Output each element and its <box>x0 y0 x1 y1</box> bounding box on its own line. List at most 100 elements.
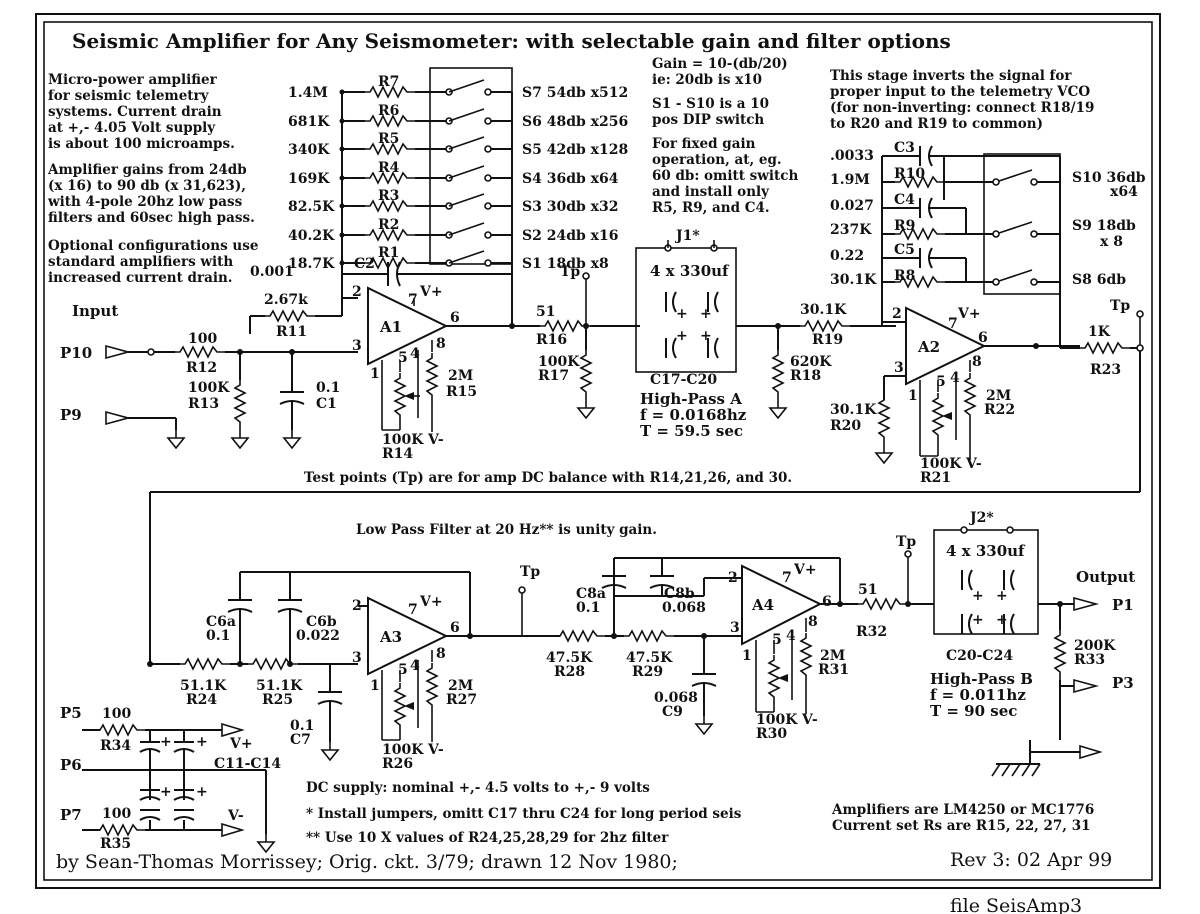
note-micropower: Micro-power amplifier for seismic teleme… <box>48 72 235 152</box>
gain-switch-label: S4 36db x64 <box>522 171 619 187</box>
svg-text:R12: R12 <box>186 360 217 376</box>
svg-text:V-: V- <box>427 742 444 758</box>
svg-text:R10: R10 <box>894 166 925 182</box>
svg-text:Tp: Tp <box>560 264 580 280</box>
svg-text:T = 90 sec: T = 90 sec <box>930 702 1017 720</box>
svg-text:P7: P7 <box>60 806 82 824</box>
svg-text:V-: V- <box>227 808 244 824</box>
svg-text:R26: R26 <box>382 756 413 772</box>
svg-text:5: 5 <box>936 374 946 390</box>
svg-text:R14: R14 <box>382 446 413 462</box>
svg-text:V+: V+ <box>957 306 981 322</box>
svg-text:R23: R23 <box>1090 362 1121 378</box>
svg-text:V+: V+ <box>793 562 817 578</box>
svg-text:x64: x64 <box>1110 184 1138 200</box>
svg-text:R31: R31 <box>818 662 849 678</box>
svg-text:S1 - S10 is a 10: S1 - S10 is a 10 <box>652 96 769 112</box>
svg-text:for seismic telemetry: for seismic telemetry <box>48 88 210 104</box>
svg-text:For fixed gain: For fixed gain <box>652 136 756 152</box>
svg-text:0.1: 0.1 <box>206 628 230 644</box>
note-optional: Optional configurations use standard amp… <box>48 238 258 286</box>
svg-text:R9: R9 <box>894 218 915 234</box>
svg-text:30.1K: 30.1K <box>800 302 847 318</box>
svg-text:C3: C3 <box>894 140 915 156</box>
r11-resistor: 2.67k R11 <box>249 290 358 340</box>
gain-value-label: 40.2K <box>288 228 335 244</box>
gain-switch-label: S6 48db x256 <box>522 114 628 130</box>
svg-text:to R20 and R19 to common): to R20 and R19 to common) <box>830 116 1043 132</box>
svg-text:R30: R30 <box>756 726 787 742</box>
svg-text:4: 4 <box>950 370 960 386</box>
svg-text:7: 7 <box>408 292 418 308</box>
svg-text:3: 3 <box>894 360 904 376</box>
svg-text:R29: R29 <box>632 664 663 680</box>
svg-text:Current set Rs are R15, 22, 27: Current set Rs are R15, 22, 27, 31 <box>832 818 1090 834</box>
svg-text:Gain = 10-(db/20): Gain = 10-(db/20) <box>652 56 788 72</box>
svg-text:0.001: 0.001 <box>250 264 294 280</box>
svg-text:P10: P10 <box>60 344 92 362</box>
svg-text:620K: 620K <box>790 354 832 370</box>
svg-text:C11-C14: C11-C14 <box>214 756 281 772</box>
svg-text:R13: R13 <box>188 396 219 412</box>
svg-text:4 x 330uf: 4 x 330uf <box>650 262 730 280</box>
svg-text:at +,- 4.05 Volt supply: at +,- 4.05 Volt supply <box>48 120 216 136</box>
svg-text:100K: 100K <box>920 456 962 472</box>
highpass-b: 51 R32 Tp J2* 4 x 330uf ++ ++ C20-C24 Hi… <box>840 510 1135 777</box>
svg-text:P3: P3 <box>1112 674 1134 692</box>
svg-text:and install only: and install only <box>652 184 770 200</box>
svg-text:R35: R35 <box>100 836 131 852</box>
svg-text:4: 4 <box>786 628 796 644</box>
svg-text:Input: Input <box>72 302 118 320</box>
svg-text:2: 2 <box>728 570 738 586</box>
svg-text:Tp: Tp <box>1110 298 1130 314</box>
svg-text:100K: 100K <box>382 742 424 758</box>
svg-text:R24: R24 <box>186 692 217 708</box>
svg-text:5: 5 <box>398 662 408 678</box>
svg-text:+: + <box>676 328 688 344</box>
svg-text:x 8: x 8 <box>1100 234 1123 250</box>
svg-text:100: 100 <box>102 706 131 722</box>
lowpass-a3: 51.1K R24 51.1K R25 C6a 0.1 C6b 0.022 0.… <box>147 571 560 772</box>
a2-switch-bank: .0033 C3 1.9M R10 S10 36db x64 0.027 C4 … <box>830 140 1146 348</box>
svg-text:R8: R8 <box>894 268 915 284</box>
svg-text:Tp: Tp <box>520 564 540 580</box>
svg-text:6: 6 <box>822 594 832 610</box>
svg-text:0.068: 0.068 <box>654 690 698 706</box>
svg-text:8: 8 <box>808 614 818 630</box>
svg-text:7: 7 <box>408 602 418 618</box>
svg-text:is about 100 microamps.: is about 100 microamps. <box>48 136 235 152</box>
svg-text:0.1: 0.1 <box>316 380 340 396</box>
svg-text:A1: A1 <box>379 318 402 336</box>
frame-inner <box>43 21 1153 881</box>
svg-text:C20-C24: C20-C24 <box>946 648 1013 664</box>
svg-text:Micro-power amplifier: Micro-power amplifier <box>48 72 218 88</box>
svg-text:1: 1 <box>742 648 752 664</box>
svg-text:increased current drain.: increased current drain. <box>48 270 233 286</box>
svg-text:0.022: 0.022 <box>296 628 340 644</box>
svg-text:R18: R18 <box>790 368 821 384</box>
svg-text:R25: R25 <box>262 692 293 708</box>
svg-text:4: 4 <box>410 658 420 674</box>
gain-switch-label: S2 24db x16 <box>522 228 619 244</box>
svg-text:+: + <box>160 784 172 800</box>
svg-text:P6: P6 <box>60 756 82 774</box>
svg-text:+: + <box>972 612 984 628</box>
svg-text:C4: C4 <box>894 192 915 208</box>
gain-ref-label: R2 <box>378 217 399 233</box>
svg-text:R5, R9, and C4.: R5, R9, and C4. <box>652 200 770 216</box>
c2-capacitor: 0.001 C2 <box>250 256 512 287</box>
svg-text:8: 8 <box>972 354 982 370</box>
svg-text:6: 6 <box>450 310 460 326</box>
opamp-a1: A1 2 3 7 V+ 6 5 4 1 8 100K R14 V- 2M R15 <box>352 284 515 462</box>
svg-text:2M: 2M <box>820 648 845 664</box>
svg-text:Amplifiers are LM4250 or MC177: Amplifiers are LM4250 or MC1776 <box>831 802 1094 818</box>
svg-text:237K: 237K <box>830 222 872 238</box>
svg-text:filters and 60sec high pass.: filters and 60sec high pass. <box>48 210 255 226</box>
svg-text:8: 8 <box>436 336 446 352</box>
svg-text:1: 1 <box>370 366 380 382</box>
note-fixed-gain: For fixed gain operation, at, eg. 60 db:… <box>652 136 798 216</box>
